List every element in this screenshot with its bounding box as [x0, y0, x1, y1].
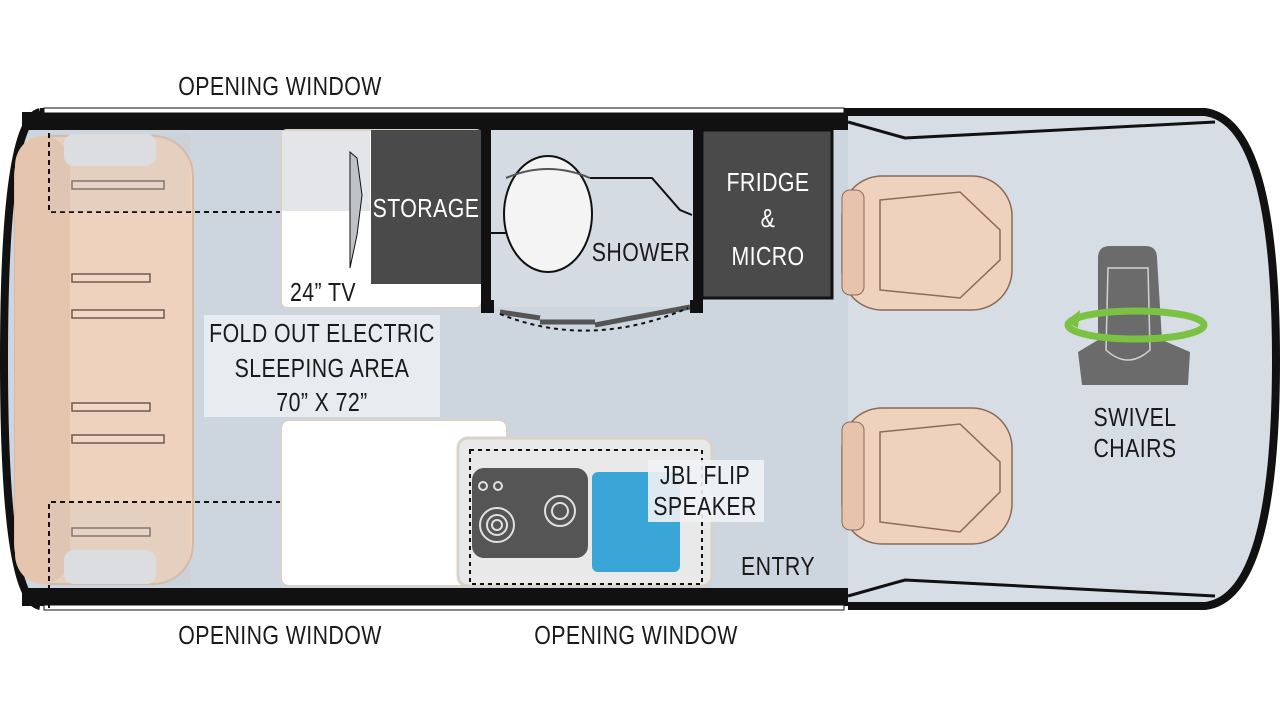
sleeping-label-line3: 70” X 72” [276, 387, 368, 417]
bottom-wall [22, 588, 848, 606]
dash-line-bottom [847, 578, 1216, 598]
speaker-label-line1: JBL FLIP [659, 460, 751, 490]
storage-label: STORAGE [372, 193, 480, 223]
toilet [503, 155, 593, 273]
tv [349, 150, 363, 269]
captain-chair-top [841, 175, 1013, 311]
dash-line-top [847, 120, 1216, 140]
top-window-strip [43, 107, 845, 114]
fridge-label-line1: FRIDGE [726, 167, 810, 197]
speaker-label-line2: SPEAKER [653, 491, 757, 521]
seat-belts [71, 180, 165, 537]
shower-walls [481, 128, 703, 310]
swivel-label-line2: CHAIRS [1093, 433, 1177, 463]
pillow-bottom [64, 550, 156, 584]
shower-label: SHOWER [591, 237, 691, 267]
entry-label: ENTRY [741, 551, 815, 581]
opening-window-top-label: OPENING WINDOW [178, 71, 382, 101]
fridge-micro [700, 128, 834, 300]
sofa-back [15, 136, 70, 584]
speaker-label-bg [648, 460, 764, 522]
fridge-label-line2: & [760, 203, 776, 233]
shower-door [499, 304, 691, 328]
swivel-chair-icon [1064, 246, 1208, 385]
swivel-label-line1: SWIVEL [1093, 402, 1177, 432]
tv-label: 24” TV [289, 277, 357, 307]
bottom-window-strip [43, 604, 845, 611]
storage-cabinet [371, 130, 482, 284]
top-wall [22, 112, 848, 130]
stove [472, 468, 588, 558]
sleeping-label-line2: SLEEPING AREA [234, 353, 410, 383]
opening-window-bottom-left-label: OPENING WINDOW [178, 620, 382, 650]
fridge-label-line3: MICRO [731, 241, 805, 271]
opening-window-bottom-right-label: OPENING WINDOW [534, 620, 738, 650]
sleeping-label-bg [204, 315, 440, 417]
pillow-top [64, 134, 156, 166]
sleeping-label-line1: FOLD OUT ELECTRIC [209, 318, 435, 348]
captain-chair-bottom [841, 407, 1013, 545]
